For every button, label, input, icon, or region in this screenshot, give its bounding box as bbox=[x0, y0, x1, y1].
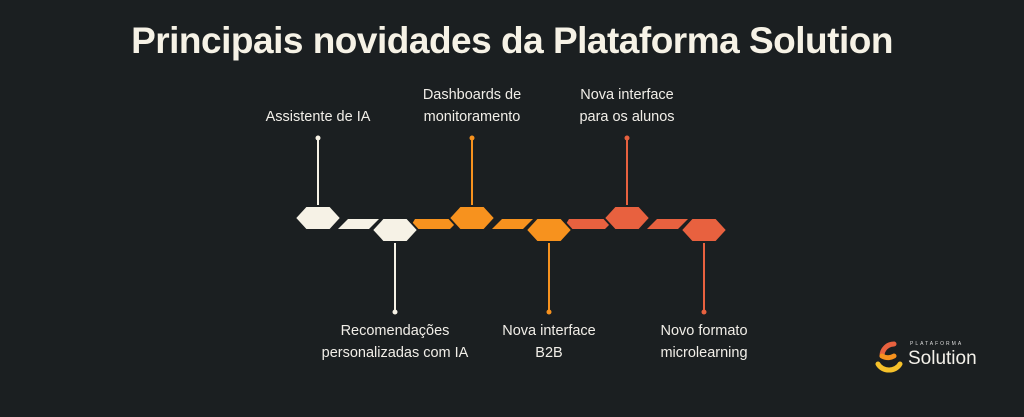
milestone-label-line: Nova interface bbox=[580, 87, 674, 103]
milestone-label-line: Novo formato bbox=[660, 323, 748, 339]
logo: PLATAFORMA Solution bbox=[872, 338, 992, 378]
milestone-dot bbox=[701, 309, 707, 315]
timeline-connector bbox=[409, 219, 460, 229]
milestone-label-line: personalizadas com IA bbox=[321, 345, 469, 361]
milestone-node bbox=[293, 205, 343, 231]
milestone-dot bbox=[546, 309, 552, 315]
milestone-dot bbox=[624, 135, 630, 141]
logo-icon bbox=[875, 341, 903, 373]
milestone-label-line: B2B bbox=[535, 345, 563, 361]
milestone-label-line: Assistente de IA bbox=[265, 109, 371, 125]
timeline-connector bbox=[647, 219, 688, 229]
milestone-dot bbox=[469, 135, 475, 141]
timeline-connector bbox=[563, 219, 615, 229]
milestone-dot bbox=[392, 309, 398, 315]
milestone-label-line: para os alunos bbox=[579, 109, 675, 125]
milestone-label: Assistente de IA bbox=[218, 106, 418, 128]
milestone-label-line: Recomendações bbox=[340, 323, 450, 339]
milestone-label-line: monitoramento bbox=[423, 109, 521, 125]
milestone-label: Dashboards de monitoramento bbox=[372, 84, 572, 128]
milestone-dot bbox=[315, 135, 321, 141]
milestone-node bbox=[524, 217, 574, 243]
milestone-label-line: Dashboards de bbox=[422, 87, 522, 103]
timeline-connector bbox=[338, 219, 379, 229]
milestone-node bbox=[679, 217, 729, 243]
logo-super: PLATAFORMA bbox=[910, 341, 964, 347]
logo-name: Solution bbox=[908, 348, 977, 369]
milestone-label-line: microlearning bbox=[660, 345, 748, 361]
milestone-label: Novo formato microlearning bbox=[604, 320, 804, 364]
milestone-label: Nova interface para os alunos bbox=[527, 84, 727, 128]
page-title: Principais novidades da Plataforma Solut… bbox=[131, 20, 893, 61]
milestone-label-line: Nova interface bbox=[502, 323, 596, 339]
milestone-node bbox=[370, 217, 420, 243]
milestone-node bbox=[602, 205, 652, 231]
milestone-node bbox=[447, 205, 497, 231]
milestone-label: Recomendações personalizadas com IA bbox=[295, 320, 495, 364]
timeline-connector bbox=[492, 219, 533, 229]
